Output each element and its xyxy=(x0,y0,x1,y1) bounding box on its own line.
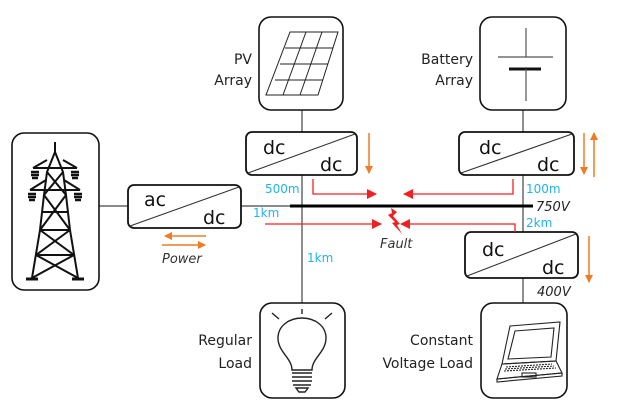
cv-load-label-line2: Voltage Load xyxy=(382,356,473,372)
converter-output-label: dc xyxy=(203,207,226,229)
converter-divider xyxy=(460,133,573,174)
fault-currents: Fault xyxy=(265,179,516,252)
distance-regular-load: 1km xyxy=(307,251,333,265)
lightbulb-icon xyxy=(271,309,333,393)
transmission-tower-icon xyxy=(26,142,84,281)
converter-divider xyxy=(129,186,240,227)
laptop-icon xyxy=(496,321,563,383)
cv-load-label-line1: Constant xyxy=(410,333,473,349)
pv-converter: dc dc xyxy=(245,131,358,176)
power-flow-indicator: Power xyxy=(162,232,206,267)
converter-input-label: ac xyxy=(144,189,166,211)
converter-divider xyxy=(247,133,356,174)
load-voltage-label: 400V xyxy=(537,285,572,300)
regular-load-label-line1: Regular xyxy=(198,333,252,349)
battery-symbol-icon xyxy=(498,28,553,101)
battery-source: Battery Array xyxy=(421,16,567,111)
battery-label-line2: Array xyxy=(435,73,473,89)
fault-label: Fault xyxy=(380,237,413,252)
fault-current-from-cv-load xyxy=(400,219,516,232)
pv-label-line1: PV xyxy=(234,52,252,68)
wiring xyxy=(99,110,533,303)
load-converter: dc dc xyxy=(464,231,579,279)
battery-label-line1: Battery xyxy=(421,52,473,68)
regular-load-box xyxy=(259,302,346,399)
regular-load: Regular Load xyxy=(198,302,346,399)
distance-cv-load: 2km xyxy=(526,216,552,230)
grid-converter: ac dc xyxy=(127,184,242,229)
fault-current-from-battery xyxy=(403,179,514,199)
converter-input-label: dc xyxy=(482,239,505,261)
solar-panel-icon xyxy=(265,31,339,96)
battery-box xyxy=(479,16,567,111)
battery-converter: dc dc xyxy=(458,131,575,176)
distance-grid: 1km xyxy=(253,206,279,220)
converter-output-label: dc xyxy=(537,154,560,176)
cv-load-box xyxy=(480,302,568,399)
regular-load-label-line2: Load xyxy=(218,356,252,372)
converter-divider xyxy=(466,233,577,277)
distance-battery: 100m xyxy=(526,182,561,196)
pv-label-line2: Array xyxy=(214,73,252,89)
bus-voltage-label: 750V xyxy=(536,200,571,215)
power-label: Power xyxy=(162,252,203,267)
converter-input-label: dc xyxy=(263,137,286,159)
converter-input-label: dc xyxy=(479,137,502,159)
distance-pv: 500m xyxy=(265,182,300,196)
fault-current-from-pv xyxy=(312,179,377,199)
pv-source: PV Array xyxy=(214,16,344,111)
fault-lightning-icon xyxy=(388,208,402,234)
converter-output-label: dc xyxy=(542,257,565,279)
constant-voltage-load: Constant Voltage Load xyxy=(382,302,568,399)
converter-output-label: dc xyxy=(320,154,343,176)
grid-source xyxy=(11,132,100,291)
